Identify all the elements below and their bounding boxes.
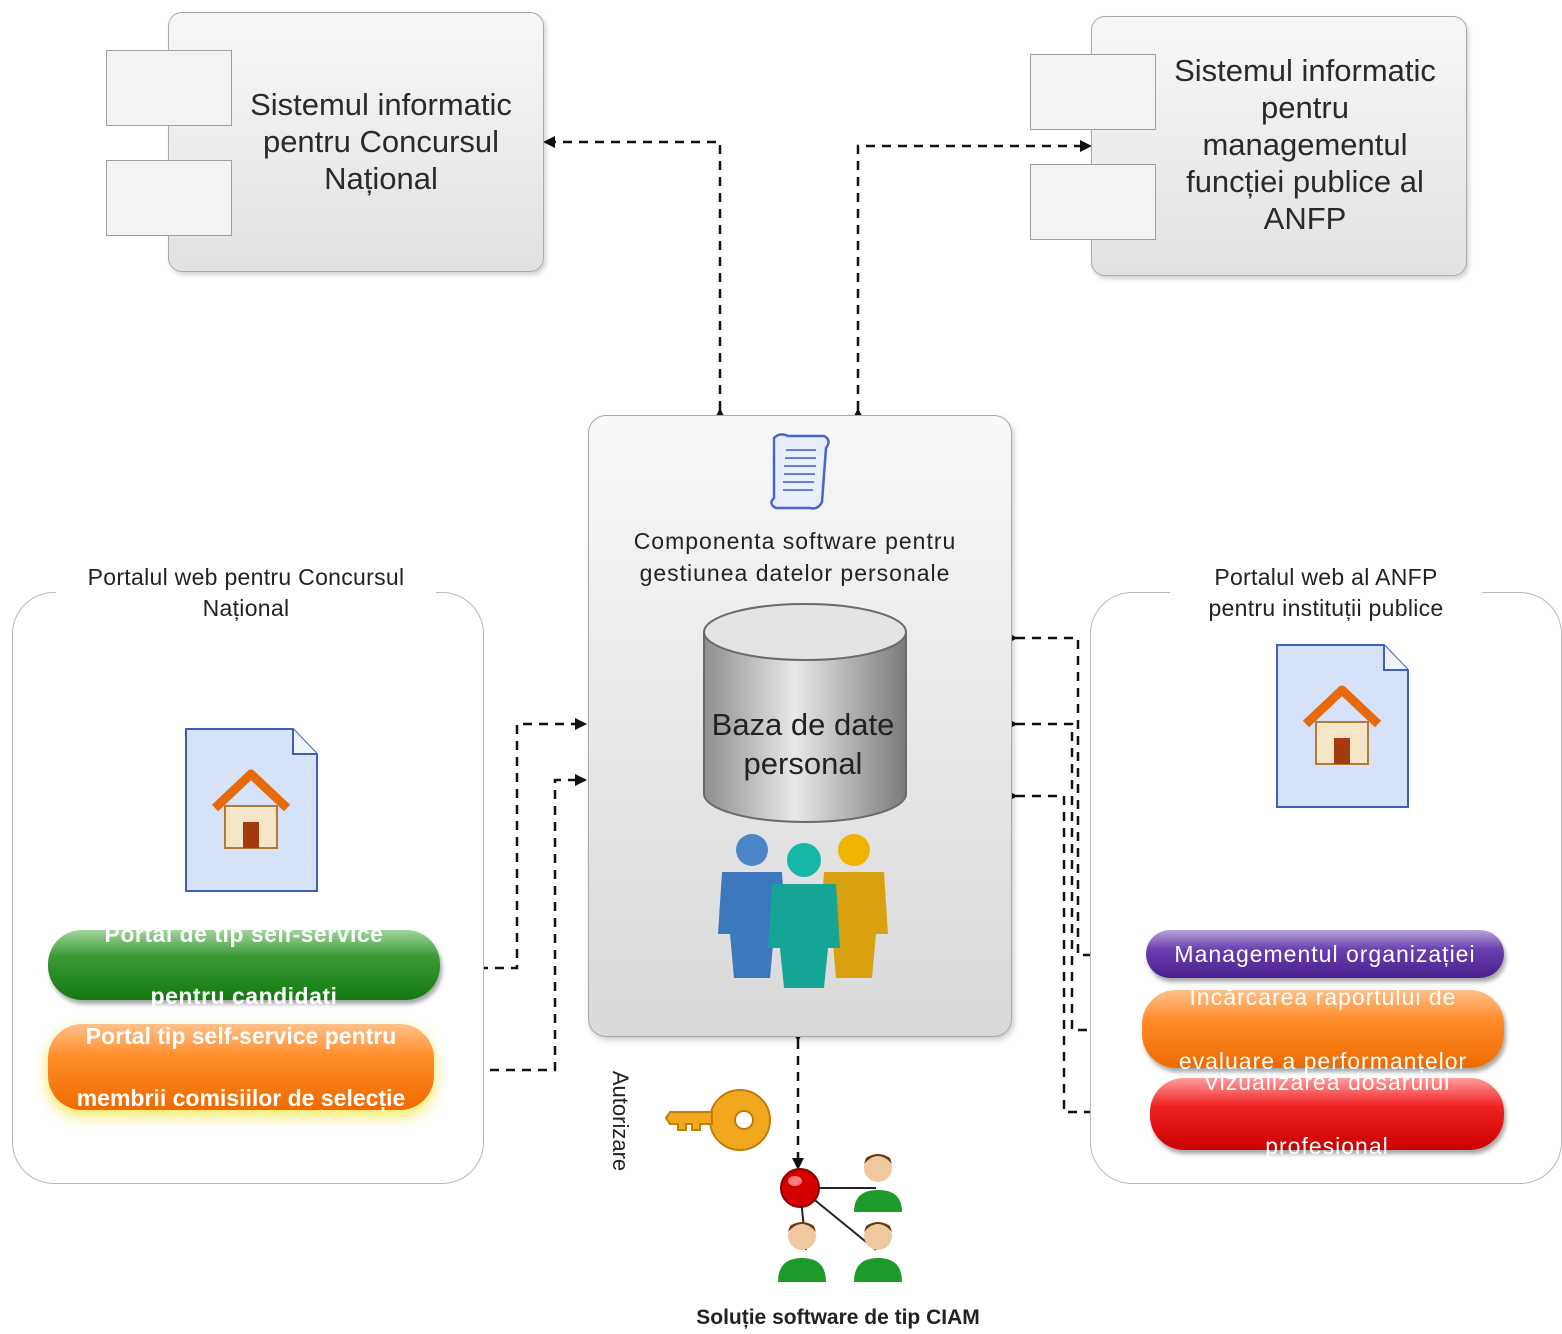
- system-anfp-title: Sistemul informatic pentru managementul …: [1174, 53, 1436, 236]
- ciam-label: Soluție software de tip CIAM: [696, 1306, 980, 1329]
- connector-orange-portal: [432, 774, 587, 1076]
- document-scroll-icon: [766, 432, 834, 512]
- connector-right-system: [852, 140, 1092, 420]
- database-icon: [702, 602, 908, 824]
- home-page-icon: [1276, 644, 1410, 808]
- connector-left-system: [543, 136, 726, 420]
- users-group-icon: [718, 830, 890, 990]
- database-label: Baza de date personal: [711, 707, 895, 781]
- system-tab-top-right: [1030, 54, 1156, 130]
- portal-concurs-national-title: Portalul web pentru Concursul Național: [56, 562, 436, 624]
- central-component-title: Componenta software pentru gestiunea dat…: [633, 528, 957, 586]
- system-tab-bottom-right: [1030, 164, 1156, 240]
- portal-anfp-title: Portalul web al ANFP pentru instituții p…: [1170, 562, 1482, 624]
- network-users-icon: [766, 1150, 912, 1290]
- home-page-icon: [185, 728, 319, 892]
- key-icon: [664, 1088, 774, 1156]
- system-concurs-national-title: Sistemul informatic pentru Concursul Naț…: [250, 87, 512, 196]
- authorization-label: Autorizare: [608, 1070, 633, 1172]
- system-tab-top-left: [106, 50, 232, 126]
- managementul-organizatiei-button[interactable]: Managementul organizației: [1146, 930, 1504, 978]
- system-tab-bottom-left: [106, 160, 232, 236]
